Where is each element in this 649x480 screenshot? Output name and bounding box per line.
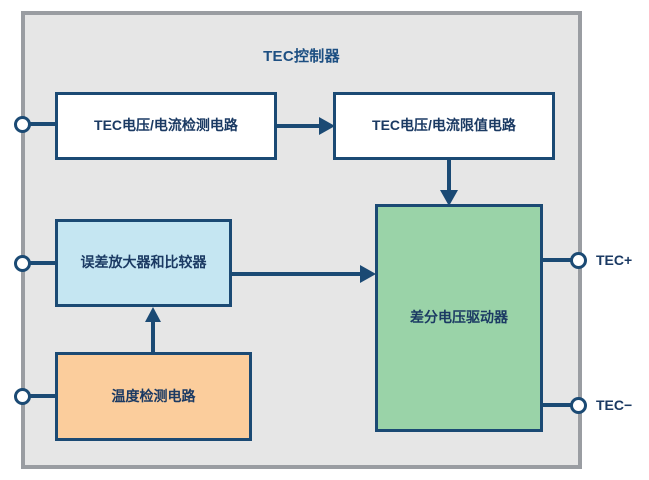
block-differential-voltage-driver[interactable]: 差分电压驱动器	[375, 204, 543, 432]
terminal-input-sense[interactable]	[14, 116, 31, 133]
wire-input-temp	[30, 394, 57, 398]
wire-error-to-driver	[232, 272, 363, 276]
terminal-input-error[interactable]	[14, 255, 31, 272]
block-tec-voltage-current-sense[interactable]: TEC电压/电流检测电路	[55, 92, 277, 160]
wire-limit-to-driver	[447, 160, 451, 192]
terminal-output-tec-minus[interactable]	[570, 397, 587, 414]
wire-sense-to-limit	[277, 124, 321, 128]
terminal-label-tec-plus: TEC+	[596, 252, 633, 268]
block-error-amp-comparator[interactable]: 误差放大器和比较器	[55, 219, 232, 307]
block-label: 差分电压驱动器	[410, 309, 508, 326]
page-title: TEC控制器	[263, 48, 340, 65]
wire-temp-to-error	[151, 320, 155, 352]
block-temperature-sense[interactable]: 温度检测电路	[55, 352, 252, 441]
terminal-input-temp[interactable]	[14, 388, 31, 405]
wire-output-tec-plus	[543, 258, 576, 262]
terminal-output-tec-plus[interactable]	[570, 252, 587, 269]
arrowhead-right-icon	[319, 117, 335, 135]
block-label: TEC电压/电流检测电路	[94, 117, 238, 134]
arrowhead-down-icon	[440, 190, 458, 206]
wire-input-error	[30, 261, 57, 265]
block-label: 误差放大器和比较器	[80, 254, 207, 271]
block-label: 温度检测电路	[111, 387, 196, 404]
block-label: TEC电压/电流限值电路	[372, 117, 516, 134]
arrowhead-up-icon	[145, 307, 161, 322]
wire-output-tec-minus	[543, 403, 576, 407]
arrowhead-right-icon	[360, 265, 376, 283]
wire-input-sense	[30, 122, 57, 126]
block-tec-voltage-current-limit[interactable]: TEC电压/电流限值电路	[333, 92, 555, 160]
terminal-label-tec-minus: TEC−	[596, 397, 633, 413]
